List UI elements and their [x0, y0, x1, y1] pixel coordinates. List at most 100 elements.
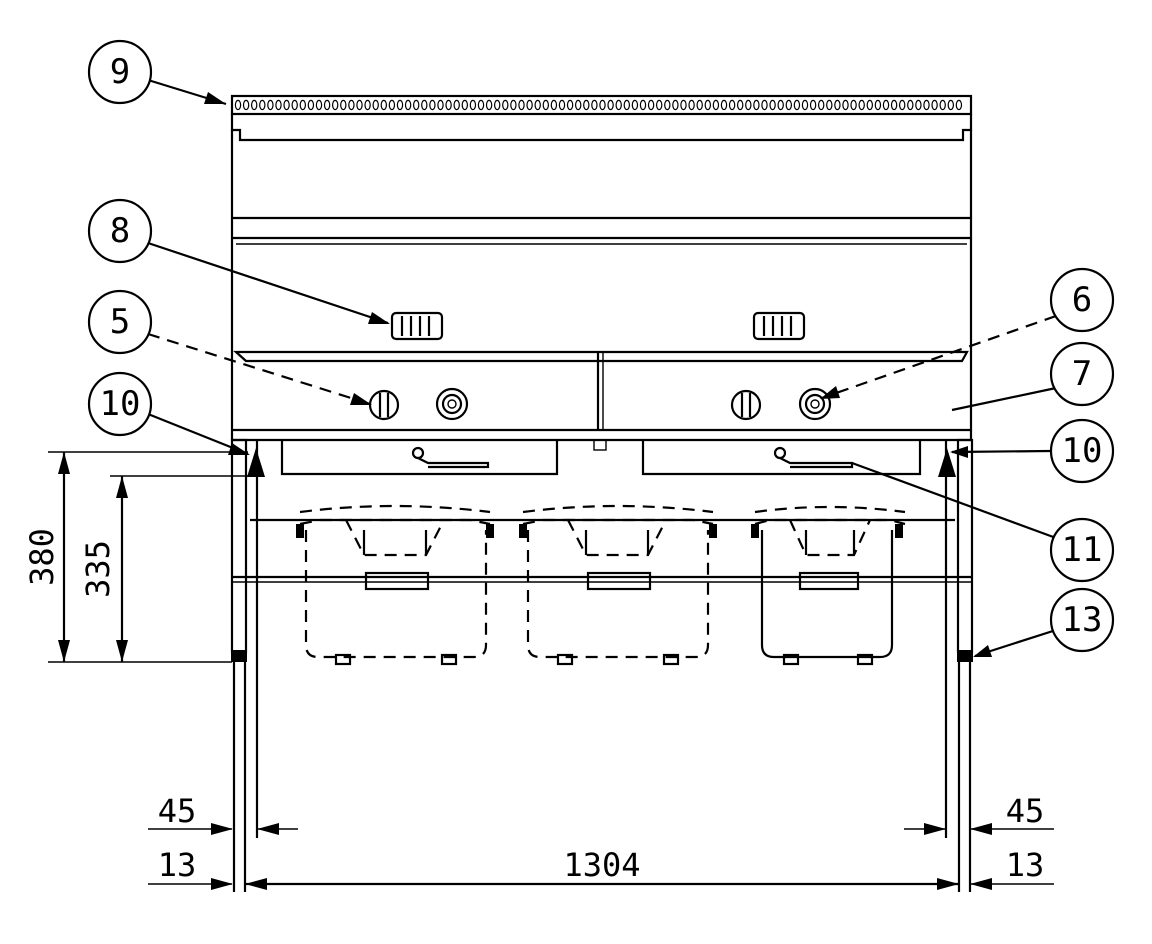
vent-hole [526, 99, 533, 111]
callout-10-right: 10 [1049, 418, 1115, 484]
vent-hole [404, 99, 412, 111]
drain-compartment-right [641, 440, 922, 476]
left-leg [230, 438, 265, 892]
svg-text:7: 7 [1072, 354, 1092, 394]
vent-hole [461, 99, 468, 111]
vent-hole [712, 99, 720, 111]
fryer-body [230, 94, 973, 442]
vent-hole [656, 99, 663, 111]
right-leg [938, 438, 974, 892]
vent-hole [566, 99, 574, 111]
vent-hole [915, 99, 922, 111]
vent-hole [696, 99, 703, 111]
vent-hole [558, 99, 566, 111]
vent-hole [801, 99, 809, 111]
svg-text:1304: 1304 [563, 846, 640, 884]
callout-13: 13 [1049, 587, 1115, 653]
vent-hole [469, 99, 477, 111]
vent-hole [728, 99, 736, 111]
vent-hole [250, 99, 258, 111]
vent-hole [534, 99, 541, 111]
vent-hole [234, 99, 242, 111]
vent-hole [769, 99, 776, 111]
vent-hole [542, 99, 550, 111]
vent-hole [680, 99, 687, 111]
vent-hole [275, 99, 282, 111]
vent-hole [753, 99, 760, 111]
vent-hole [291, 99, 298, 111]
svg-text:8: 8 [110, 211, 130, 251]
dimension-left-45: 45 [148, 792, 298, 835]
vent-hole [842, 99, 849, 111]
indicator-lamp-right [752, 311, 806, 341]
vent-hole [785, 99, 793, 111]
vent-hole [445, 99, 452, 111]
svg-text:5: 5 [110, 302, 130, 342]
vent-hole [688, 99, 695, 111]
vent-hole [267, 99, 274, 111]
vent-hole [518, 99, 525, 111]
vent-hole [510, 99, 517, 111]
vent-hole [874, 99, 882, 111]
switch-knob-left [368, 389, 400, 421]
vent-hole [931, 99, 938, 111]
vent-hole [899, 99, 906, 111]
dimension-left-13: 13 [148, 846, 233, 890]
vent-hole [429, 99, 436, 111]
vent-hole [299, 99, 306, 111]
vent-hole [332, 99, 339, 111]
vent-hole [793, 99, 801, 111]
dimension-width-1304: 1304 [245, 846, 959, 890]
svg-text:10: 10 [100, 384, 141, 424]
vent-hole [421, 99, 428, 111]
vent-hole [955, 99, 963, 111]
svg-text:6: 6 [1072, 280, 1092, 320]
svg-text:13: 13 [1006, 846, 1045, 884]
callout-9: 9 [87, 39, 153, 105]
vent-hole [850, 99, 857, 111]
svg-text:9: 9 [110, 52, 130, 92]
dimension-right-45: 45 [904, 792, 1054, 835]
svg-text:45: 45 [158, 792, 197, 830]
svg-text:13: 13 [1062, 600, 1103, 640]
vent-hole [623, 99, 631, 111]
oil-pan-1 [296, 504, 494, 666]
vent-hole [437, 99, 444, 111]
vent-hole [639, 99, 647, 111]
vent-hole [315, 99, 323, 111]
vent-hole [283, 99, 290, 111]
vent-hole [907, 99, 914, 111]
svg-text:45: 45 [1006, 792, 1045, 830]
vent-hole [599, 99, 606, 111]
svg-text:380: 380 [23, 528, 61, 586]
vent-hole [745, 99, 752, 111]
vent-hole [809, 99, 817, 111]
vent-hole [664, 99, 671, 111]
thermostat-dial-left [435, 387, 469, 421]
dimension-height-335: 335 [79, 475, 260, 662]
switch-knob-right [730, 389, 762, 421]
oil-pan-2 [519, 504, 717, 666]
vent-hole [356, 99, 363, 111]
vent-hole [818, 99, 825, 111]
vent-hole [372, 99, 379, 111]
vent-hole [550, 99, 558, 111]
vent-hole [259, 99, 266, 111]
svg-text:10: 10 [1062, 431, 1103, 471]
vent-hole [939, 99, 946, 111]
top-lip [230, 114, 973, 142]
vent-hole [631, 99, 639, 111]
callout-7: 7 [1049, 341, 1115, 407]
vent-hole [242, 99, 250, 111]
vent-hole [323, 99, 331, 111]
vent-hole [890, 99, 898, 111]
svg-text:13: 13 [158, 846, 197, 884]
callout-leaders [147, 78, 1057, 658]
vent-hole [494, 99, 501, 111]
vent-hole [607, 99, 614, 111]
vent-hole [575, 99, 582, 111]
vent-hole [388, 99, 396, 111]
vent-hole [380, 99, 387, 111]
vent-hole [340, 99, 347, 111]
